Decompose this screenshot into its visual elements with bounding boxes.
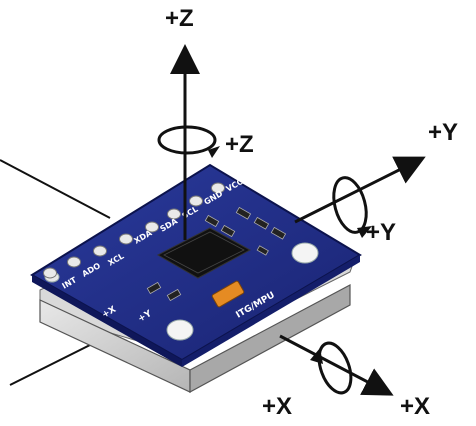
rotation-arrow-icon [332, 176, 372, 238]
y-axis-back-line [0, 159, 111, 219]
capacitor [211, 280, 245, 308]
x-axis-label: +X [400, 393, 430, 420]
x-rotation-label: +X [262, 393, 292, 420]
rotation-arrow-icon [157, 125, 220, 158]
mpu6050-board: VCC GND SCL SDA XDA XCL ADO INT [30, 163, 362, 367]
pin-pads [43, 182, 225, 279]
z-axis-label: +Z [165, 5, 194, 32]
imu-chip [156, 227, 252, 279]
smd-components [146, 206, 287, 302]
x-axis-line [279, 334, 394, 396]
mounting-hole [291, 242, 319, 264]
z-rotation-label: +Z [225, 131, 254, 158]
y-axis-line [294, 156, 426, 224]
y-rotation-label: +Y [366, 219, 396, 246]
mounting-hole [166, 319, 194, 341]
rotation-arrow-icon [310, 341, 353, 395]
y-axis-label: +Y [428, 119, 458, 146]
